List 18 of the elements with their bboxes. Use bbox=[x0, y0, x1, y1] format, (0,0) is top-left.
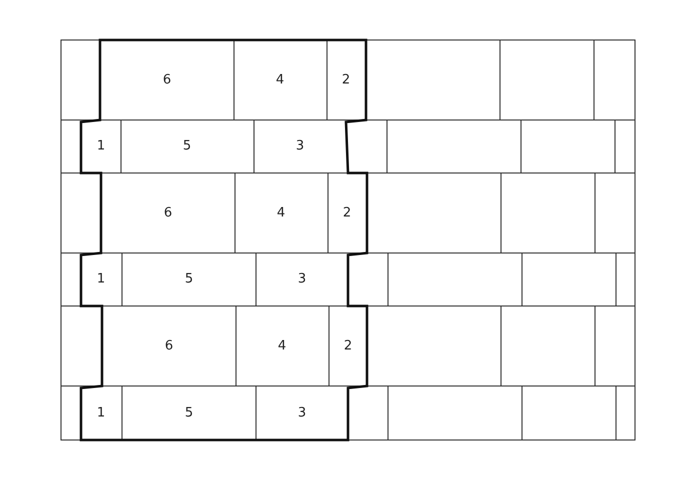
part-number: 6 bbox=[164, 206, 172, 220]
part-number: 5 bbox=[184, 272, 194, 286]
part-number: 2 bbox=[342, 206, 352, 220]
part-number: 6 bbox=[162, 74, 172, 86]
part-number: 6 bbox=[164, 340, 174, 352]
part-number: 3 bbox=[296, 140, 304, 152]
part-number: 5 bbox=[182, 140, 192, 152]
part-number: 4 bbox=[278, 340, 286, 352]
part-number: 3 bbox=[298, 406, 306, 420]
part-number: 5 bbox=[184, 406, 194, 420]
part-number: 1 bbox=[96, 140, 106, 152]
part-number: 3 bbox=[298, 272, 306, 286]
part-number: 1 bbox=[96, 272, 106, 286]
part-number: 4 bbox=[276, 74, 284, 86]
part-number: 2 bbox=[342, 74, 350, 86]
part-number: 2 bbox=[344, 340, 352, 352]
part-number: 1 bbox=[96, 406, 106, 420]
part-number: 4 bbox=[276, 206, 286, 220]
